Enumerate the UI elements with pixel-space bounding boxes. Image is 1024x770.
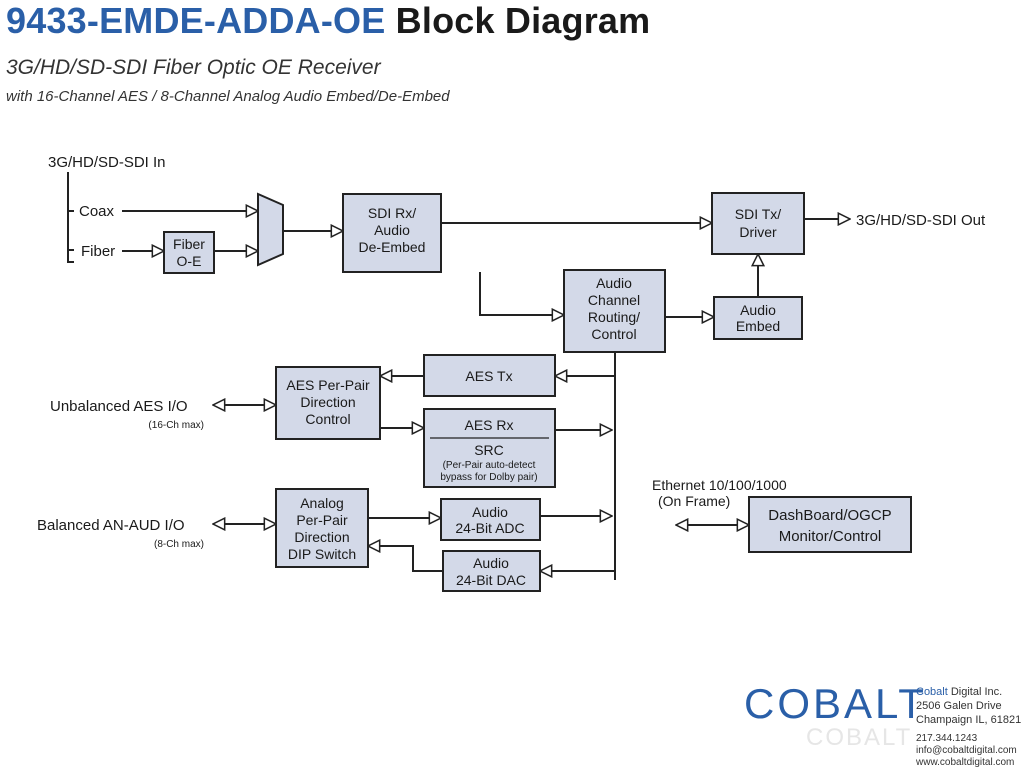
dashboard-block <box>748 496 912 553</box>
sdirx-to-routing-arrow <box>479 272 564 315</box>
src-label: SRC <box>474 442 504 458</box>
coax-label: Coax <box>79 203 115 220</box>
dashboard-line2: Monitor/Control <box>779 528 882 545</box>
sdi-out-label: 3G/HD/SD-SDI Out <box>856 212 986 229</box>
dashboard-line1: DashBoard/OGCP <box>768 507 891 524</box>
adc-block <box>440 498 541 541</box>
analog-dir-line3: Direction <box>294 529 349 545</box>
aes-tx-block <box>423 354 556 397</box>
company-info: Cobalt Digital Inc. 2506 Galen Drive Cha… <box>916 685 1021 727</box>
audio-routing-block <box>563 269 666 353</box>
sdi-tx-line1: SDI Tx/ <box>735 206 782 222</box>
fiber-label: Fiber <box>81 243 115 260</box>
aes-dir-line1: AES Per-Pair <box>286 377 370 393</box>
analog-dir-block <box>275 488 369 568</box>
audio-embed-block <box>713 296 803 340</box>
aes-rx-label: AES Rx <box>464 417 513 433</box>
sdi-rx-line2: Audio <box>374 222 410 238</box>
fiber-oe-line1: Fiber <box>173 236 205 252</box>
aes-dir-block <box>275 366 381 440</box>
company-brand: Cobalt <box>916 686 948 698</box>
company-name-rest: Digital Inc. <box>947 686 1003 698</box>
sdi-rx-block <box>342 193 442 273</box>
company-name: Cobalt Digital Inc. <box>916 685 1021 699</box>
aes-io-sub: (16-Ch max) <box>148 420 204 431</box>
address-line2: Champaign IL, 61821 <box>916 714 1022 726</box>
contact-info: 217.344.1243 info@cobaltdigital.com www.… <box>916 733 1017 769</box>
aes-rx-block <box>423 408 556 488</box>
sdi-tx-block <box>711 192 805 255</box>
routing-line4: Control <box>591 326 636 342</box>
dac-to-andir-arrow <box>368 546 443 572</box>
email: info@cobaltdigital.com <box>916 745 1017 756</box>
input-bracket <box>67 172 74 263</box>
an-io-label: Balanced AN-AUD I/O <box>37 517 185 534</box>
cobalt-logo-watermark: COBALT <box>806 724 913 751</box>
aes-io-label: Unbalanced AES I/O <box>50 398 188 415</box>
adc-line1: Audio <box>472 504 508 520</box>
fiber-oe-line2: O-E <box>177 253 202 269</box>
page-title: 9433-EMDE-ADDA-OE Block Diagram <box>6 0 650 42</box>
eth-label-line2: (On Frame) <box>658 493 730 509</box>
an-io-sub: (8-Ch max) <box>154 539 204 550</box>
src-note-line2: bypass for Dolby pair) <box>440 472 537 483</box>
dac-line1: Audio <box>473 555 509 571</box>
aes-tx-label: AES Tx <box>465 368 512 384</box>
sdi-tx-line2: Driver <box>739 224 777 240</box>
embed-line1: Audio <box>740 302 776 318</box>
eth-label-line1: Ethernet 10/100/1000 <box>652 477 787 493</box>
dac-line2: 24-Bit DAC <box>456 572 526 588</box>
input-mux <box>257 192 284 267</box>
embed-line2: Embed <box>736 318 780 334</box>
cobalt-logo: COBALT <box>744 680 927 727</box>
src-note-line1: (Per-Pair auto-detect <box>443 460 536 471</box>
sdi-in-label: 3G/HD/SD-SDI In <box>48 154 166 171</box>
routing-line1: Audio <box>596 275 632 291</box>
aes-dir-line3: Control <box>305 411 350 427</box>
dac-block <box>442 550 541 592</box>
routing-line3: Routing/ <box>588 309 640 325</box>
title-text: Block Diagram <box>395 0 651 41</box>
aes-dir-line2: Direction <box>300 394 355 410</box>
analog-dir-line1: Analog <box>300 495 344 511</box>
analog-dir-line4: DIP Switch <box>288 546 356 562</box>
address-line1: 2506 Galen Drive <box>916 700 1002 712</box>
routing-line2: Channel <box>588 292 640 308</box>
adc-line2: 24-Bit ADC <box>455 520 524 536</box>
fiber-oe-block <box>163 231 215 274</box>
sdi-rx-line3: De-Embed <box>359 239 426 255</box>
phone: 217.344.1243 <box>916 733 978 744</box>
subtitle: 3G/HD/SD-SDI Fiber Optic OE Receiver <box>6 56 381 79</box>
sdi-rx-line1: SDI Rx/ <box>368 205 416 221</box>
analog-dir-line2: Per-Pair <box>296 512 348 528</box>
website: www.cobaltdigital.com <box>916 757 1015 768</box>
model-number: 9433-EMDE-ADDA-OE <box>6 0 386 41</box>
subtitle-secondary: with 16-Channel AES / 8-Channel Analog A… <box>6 88 450 105</box>
